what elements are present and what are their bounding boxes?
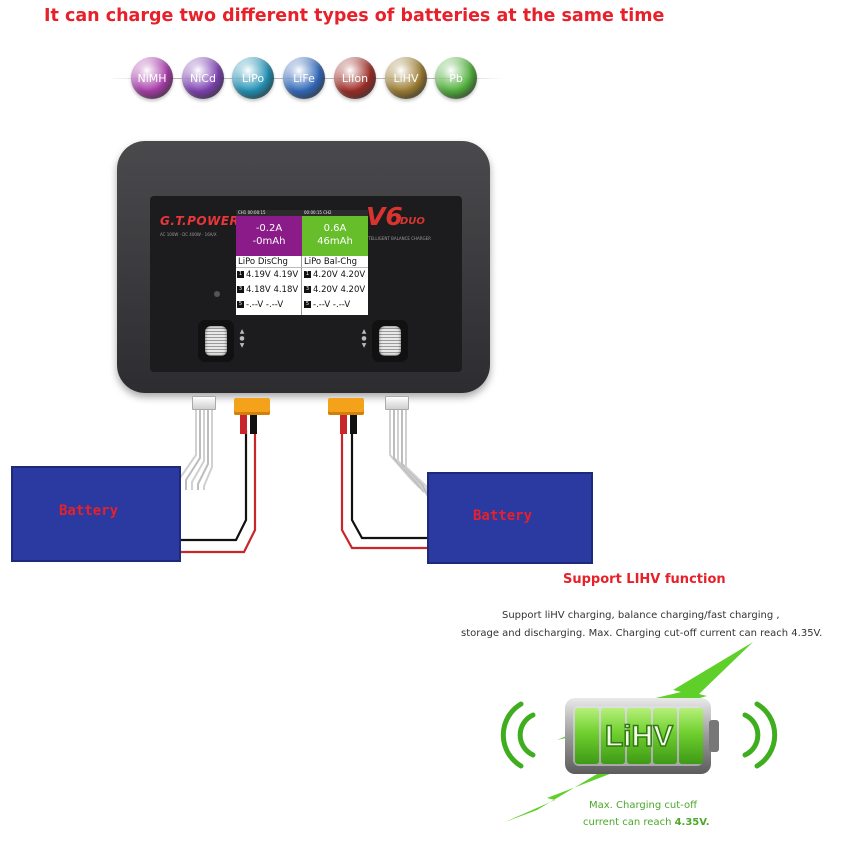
left-signal-waves-icon [500, 701, 536, 769]
left-xt60-black-lead [250, 414, 257, 434]
right-rotary-knob[interactable] [379, 326, 401, 356]
channel-1-header: CH1 00:00:15 [236, 210, 302, 216]
lihv-caption-prefix: current can reach [583, 817, 675, 828]
lihv-description-line-1: Support liHV charging, balance charging/… [502, 610, 780, 621]
channel-1-cell-row: 5-.--V -.--V [237, 299, 301, 312]
lihv-caption-line-1: Max. Charging cut-off [589, 800, 697, 811]
cell-number: 5 [237, 301, 244, 308]
channel-2-capacity: 46mAh [317, 236, 353, 247]
channel-1-current: -0.2A [255, 223, 283, 234]
right-xt60-red-lead [340, 414, 347, 434]
right-xt60-black-lead [350, 414, 357, 434]
left-rotary-knob[interactable] [205, 326, 227, 356]
battery-type-badge-lipo: LiPo [232, 57, 274, 99]
cell-number: 3 [237, 286, 244, 293]
battery-type-badge-life: LiFe [283, 57, 325, 99]
screen-divider [301, 256, 302, 315]
cell-voltages: 4.20V 4.20V [313, 285, 366, 295]
right-signal-waves-icon [742, 701, 778, 769]
cell-voltages: 4.20V 4.20V [313, 270, 366, 280]
cell-voltages: -.--V -.--V [246, 300, 284, 310]
channel-1-mode: LiPo DisChg [238, 257, 288, 267]
left-xt60-red-lead [240, 414, 247, 434]
left-balance-port [192, 396, 216, 410]
channel-2-header: 00:00:15 CH2 [302, 210, 368, 216]
channel-2-readout: 0.6A 46mAh [302, 216, 368, 256]
left-battery-label: Battery [59, 503, 119, 519]
cell-number: 5 [304, 301, 311, 308]
battery-cells [575, 708, 703, 764]
lihv-battery-illustration: LiHV [500, 642, 778, 822]
channel-1-readout: -0.2A -0mAh [236, 216, 302, 256]
right-battery-label: Battery [473, 508, 533, 524]
lihv-caption-line-2: current can reach 4.35V. [583, 817, 710, 828]
right-balance-port [385, 396, 409, 410]
cell-voltages: -.--V -.--V [313, 300, 351, 310]
battery-type-badge-nicd: NiCd [182, 57, 224, 99]
battery-type-badge-liion: LiIon [334, 57, 376, 99]
brand-logo: G.T.POWER [160, 214, 240, 228]
lcd-screen: CH1 00:00:15 00:00:15 CH2 -0.2A -0mAh 0.… [236, 210, 368, 315]
battery-type-badge-pb: Pb [435, 57, 477, 99]
right-xt60-port [328, 398, 364, 415]
right-balance-wires [389, 408, 433, 505]
channel-2-cell-row: 5-.--V -.--V [304, 299, 368, 312]
charger-tagline: INTELLIGENT BALANCE CHARGER [364, 236, 431, 241]
right-power-wires [340, 430, 430, 550]
lihv-caption-value: 4.35V. [674, 817, 710, 828]
channel-2-mode: LiPo Bal-Chg [304, 257, 358, 267]
left-knob-arrows-icon: ▲●▼ [239, 328, 245, 349]
cell-number: 1 [237, 271, 244, 278]
right-knob-arrows-icon: ▲●▼ [361, 328, 367, 349]
lightning-bolt-lower-icon [505, 768, 615, 822]
channel-2-current: 0.6A [323, 223, 347, 234]
left-xt60-port [234, 398, 270, 415]
battery-terminal [709, 720, 719, 752]
headline: It can charge two different types of bat… [44, 6, 665, 26]
spec-text: AC 100W · DC 400W · 16A/X [160, 232, 217, 237]
lihv-title: Support LIHV function [563, 572, 726, 587]
cell-voltages: 4.18V 4.18V [246, 285, 299, 295]
screen-separator [236, 267, 368, 268]
left-balance-wires [179, 408, 213, 490]
cell-number: 1 [304, 271, 311, 278]
left-power-wires [170, 430, 257, 554]
cell-number: 3 [304, 286, 311, 293]
channel-1-capacity: -0mAh [252, 236, 286, 247]
battery-type-badge-nimh: NiMH [131, 57, 173, 99]
lihv-description-line-2: storage and discharging. Max. Charging c… [461, 628, 823, 639]
status-led [214, 291, 220, 297]
right-battery [427, 472, 593, 564]
model-name: V6 [366, 202, 403, 231]
battery-type-badge-lihv: LiHV [385, 57, 427, 99]
left-battery [11, 466, 181, 562]
cell-voltages: 4.19V 4.19V [246, 270, 299, 280]
model-suffix: DUO [400, 216, 425, 227]
lihv-badge-text: LiHV [605, 720, 673, 753]
